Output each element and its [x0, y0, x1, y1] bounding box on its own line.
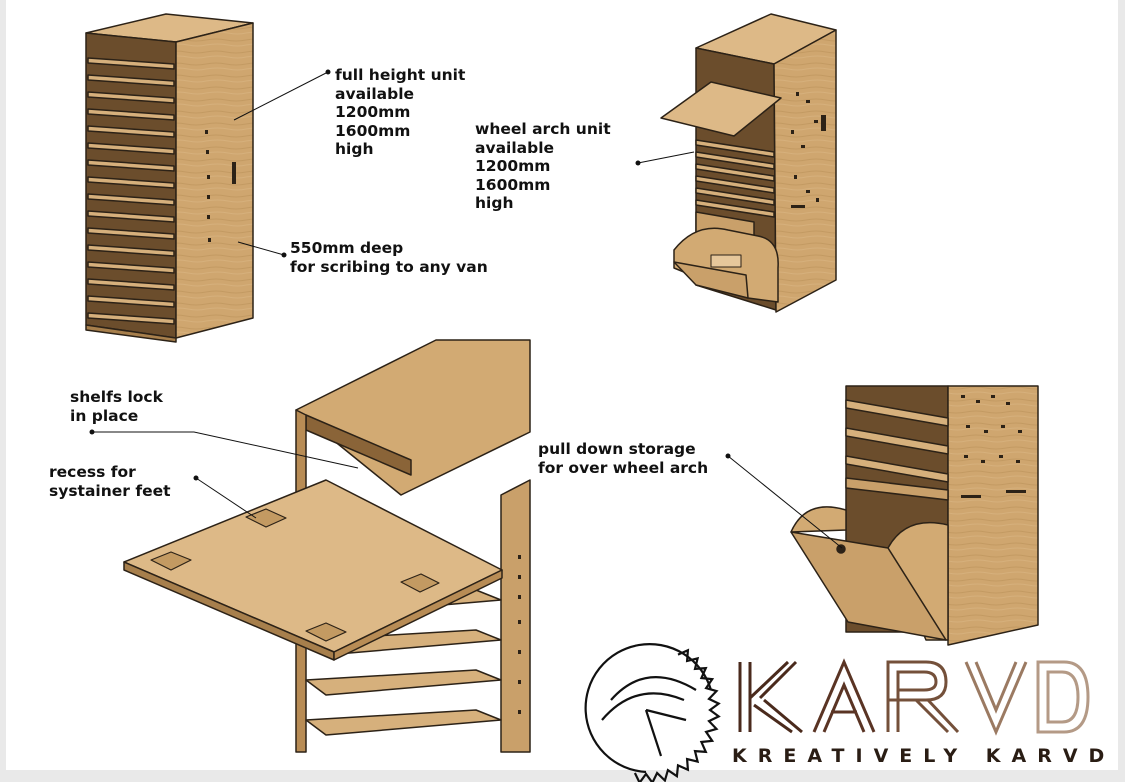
label-line: recess for: [49, 463, 136, 481]
shelf: [87, 125, 175, 138]
label-line: high: [335, 140, 374, 158]
shelf: [695, 163, 775, 182]
shelf: [87, 244, 175, 257]
shelf: [695, 139, 775, 158]
label-line: 1600mm: [335, 121, 411, 140]
saw-blade-icon: [584, 643, 721, 782]
label-line: available: [475, 138, 555, 157]
label-recess: recess for systainer feet: [49, 463, 171, 500]
shelf: [87, 108, 175, 121]
label-line: for over wheel arch: [538, 458, 709, 477]
shelf: [695, 187, 775, 206]
shelf: [87, 278, 175, 291]
label-line: shelfs lock: [70, 388, 163, 406]
shelf: [87, 142, 175, 155]
shelf: [87, 176, 175, 189]
label-line: systainer feet: [49, 481, 171, 500]
label-shelfs-lock: shelfs lock in place: [70, 388, 163, 425]
label-line: wheel arch unit: [475, 120, 611, 138]
label-line: 1200mm: [335, 103, 411, 121]
label-line: for scribing to any van: [290, 257, 488, 276]
shelf: [87, 193, 175, 206]
brand-tagline: KREATIVELY KARVD: [732, 745, 1116, 767]
shelf: [87, 159, 175, 172]
label-line: pull down storage: [538, 440, 696, 458]
label-depth: 550mm deep for scribing to any van: [290, 239, 488, 276]
shelf: [87, 210, 175, 223]
label-line: 1600mm: [475, 175, 551, 194]
shelf: [695, 151, 775, 170]
shelf: [87, 91, 175, 104]
label-line: full height unit: [335, 66, 466, 84]
brand-wordmark: [738, 658, 1090, 736]
shelf: [87, 261, 175, 274]
full-height-unit: [85, 13, 254, 343]
shelf: [695, 199, 775, 218]
shelf: [87, 295, 175, 308]
label-wheel-arch-unit: wheel arch unit available 1200mm 1600mm …: [475, 120, 611, 213]
leader-lines: [89, 69, 843, 549]
illustrations: [85, 13, 1090, 782]
wheel-arch-unit: [660, 13, 837, 313]
shelf-stack: [87, 57, 175, 325]
shelf: [695, 175, 775, 194]
shelf: [87, 227, 175, 240]
product-diagram: full height unit available 1200mm 1600mm…: [6, 0, 1118, 782]
label-line: available: [335, 84, 415, 103]
label-full-height-unit: full height unit available 1200mm 1600mm…: [335, 66, 465, 159]
pull-down-storage: [790, 385, 1039, 646]
shelf: [87, 57, 175, 70]
label-line: high: [475, 194, 514, 212]
label-line: 1200mm: [475, 157, 551, 175]
shelf: [87, 74, 175, 87]
label-line: in place: [70, 406, 139, 425]
label-pull-down-storage: pull down storage for over wheel arch: [538, 440, 708, 477]
shelf: [87, 312, 175, 325]
shelf-closeup: [123, 339, 531, 753]
label-line: 550mm deep: [290, 239, 404, 257]
